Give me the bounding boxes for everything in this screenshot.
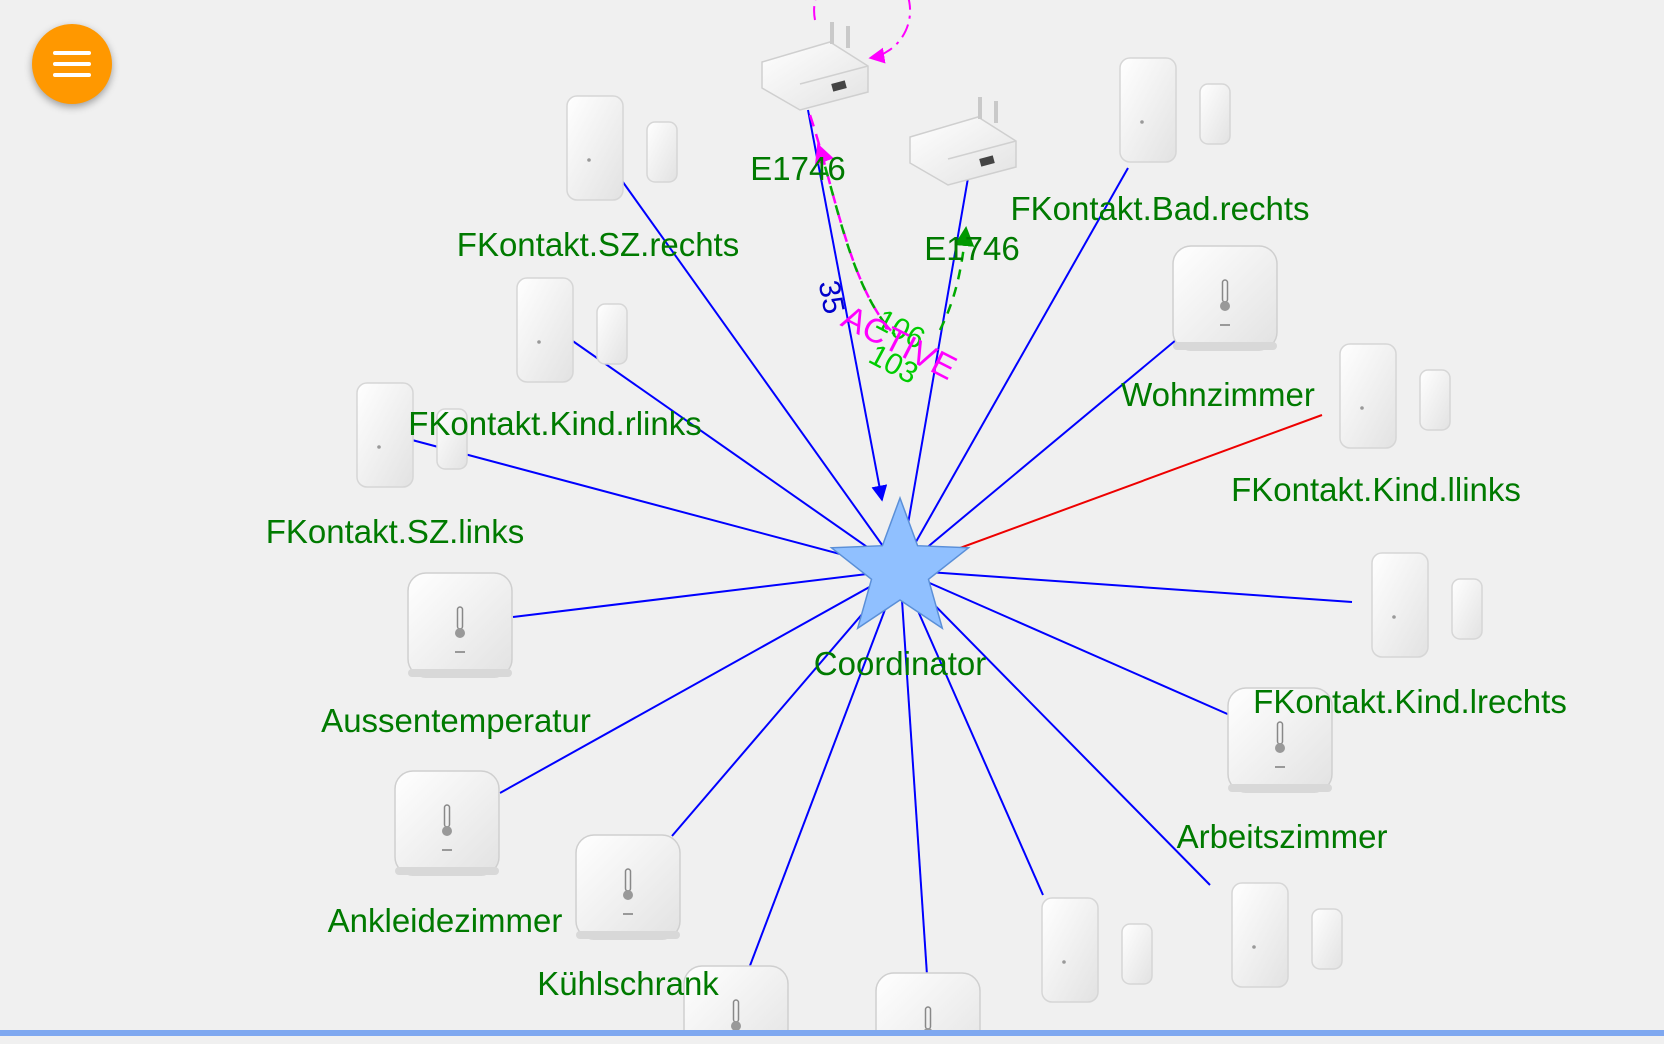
node-fk-bad-rechts[interactable]: [1119, 57, 1231, 163]
node-label-fk-sz-rechts: FKontakt.SZ.rechts: [456, 226, 740, 263]
link-coordinator-bottom-door[interactable]: [899, 569, 1044, 896]
hamburger-icon-bar: [53, 73, 91, 77]
node-label-ankleidezimmer: Ankleidezimmer: [327, 902, 563, 939]
node-bottom-temp[interactable]: [875, 972, 981, 1030]
door-sensor-icon: [1041, 897, 1099, 1003]
link-coordinator-fk-bad-rechts[interactable]: [899, 167, 1129, 571]
door-sensor-icon: [1371, 552, 1429, 658]
link-coordinator-aussentemperatur[interactable]: [499, 569, 901, 794]
link-coordinator-bottom-temp[interactable]: [899, 569, 931, 1021]
node-label-arbeitszimmer: Arbeitszimmer: [1176, 818, 1388, 855]
door-sensor-icon: [356, 382, 414, 488]
node-label-router2: E1746: [924, 230, 1020, 267]
link-router1-coordinator[interactable]: [807, 109, 888, 502]
node-label-wohnzimmer: Wohnzimmer: [1121, 376, 1315, 413]
link-coordinator-arbeitszimmer[interactable]: [899, 569, 1211, 886]
node-fk-kind-llinks[interactable]: [1339, 343, 1451, 449]
thermometer-sensor-icon: [875, 972, 981, 1030]
link-coordinator-kuehlschrank[interactable]: [739, 569, 901, 993]
node-label-coordinator: Coordinator: [813, 645, 987, 682]
link-coordinator-fk-sz-rechts[interactable]: [599, 149, 901, 571]
node-wohnzimmer[interactable]: [1172, 245, 1278, 351]
route-path-c: [938, 226, 975, 331]
thermometer-sensor-icon: [407, 572, 513, 678]
node-label-fk-kind-lrechts: FKontakt.Kind.lrechts: [1253, 683, 1567, 720]
menu-button[interactable]: [32, 24, 112, 104]
smart-plug-icon: [909, 116, 1017, 186]
node-arbeitszimmer[interactable]: [1231, 882, 1343, 988]
node-aussentemperatur[interactable]: [394, 770, 500, 876]
bottom-bar: [0, 1030, 1664, 1036]
door-sensor-icon: [1339, 343, 1397, 449]
thermometer-sensor-icon: [683, 965, 789, 1030]
node-kuehlschrank[interactable]: [683, 965, 789, 1030]
node-fk-sz-rechts2[interactable]: [516, 277, 628, 383]
node-bottom-door[interactable]: [1041, 897, 1153, 1003]
node-label-fk-sz-links: FKontakt.SZ.links: [265, 513, 525, 550]
link-coordinator-fk-sz-links[interactable]: [512, 569, 901, 618]
door-sensor-icon: [566, 95, 624, 201]
link-coordinator-fk-kind-llinks[interactable]: [899, 414, 1323, 571]
node-label-fk-kind-rlinks: FKontakt.Kind.rlinks: [408, 405, 702, 442]
star-icon: [829, 495, 971, 630]
node-fk-sz-rechts[interactable]: [566, 95, 678, 201]
smart-plug-icon: [761, 41, 869, 111]
node-label-fk-bad-rechts: FKontakt.Bad.rechts: [1010, 190, 1310, 227]
node-label-router1: E1746: [750, 150, 846, 187]
node-fk-kind-llinks2[interactable]: [1371, 552, 1483, 658]
link-lqi-label: 35: [811, 277, 851, 317]
link-coordinator-fk-kind-llinks2[interactable]: [899, 569, 1353, 603]
hamburger-icon-bar: [53, 62, 91, 66]
node-router2[interactable]: [909, 97, 1017, 186]
node-router1[interactable]: [761, 22, 869, 111]
thermometer-sensor-icon: [394, 770, 500, 876]
node-coordinator[interactable]: [829, 495, 971, 630]
door-sensor-icon: [1231, 882, 1289, 988]
link-coordinator-fk-kind-rlinks[interactable]: [396, 435, 901, 571]
door-sensor-icon: [1119, 57, 1177, 163]
node-fk-sz-links[interactable]: [407, 572, 513, 678]
node-label-fk-kind-llinks: FKontakt.Kind.llinks: [1231, 471, 1521, 508]
node-ankleidezimmer[interactable]: [575, 834, 681, 940]
link-coordinator-wohnzimmer[interactable]: [899, 339, 1177, 571]
node-label-kuehlschrank: Kühlschrank: [537, 965, 719, 1002]
thermometer-sensor-icon: [575, 834, 681, 940]
node-label-aussentemperatur: Aussentemperatur: [321, 702, 591, 739]
door-sensor-icon: [516, 277, 574, 383]
link-coordinator-fk-kind-lrechts[interactable]: [899, 569, 1233, 717]
hamburger-icon: [53, 51, 91, 55]
thermometer-sensor-icon: [1172, 245, 1278, 351]
node-fk-kind-rlinks[interactable]: [356, 382, 468, 488]
node-fk-kind-lrechts[interactable]: [1227, 687, 1333, 793]
link-coordinator-fk-sz-rechts2[interactable]: [556, 329, 901, 571]
